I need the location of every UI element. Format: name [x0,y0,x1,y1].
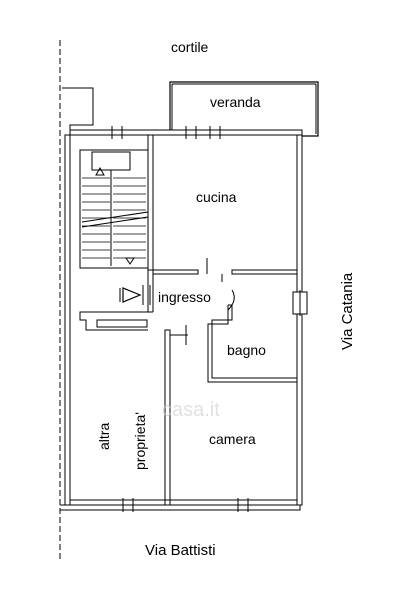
label-veranda: veranda [210,94,261,110]
label-camera: camera [209,431,256,447]
label-via-catania: Via Catania [339,272,356,350]
label-altra: altra [96,422,112,450]
stair-break-line [81,211,149,223]
right-wall [296,134,303,506]
watermark: casa.it [162,399,220,421]
bottom-wall [69,499,298,506]
ingresso-left-wall [79,270,149,331]
label-ingresso: ingresso [158,289,211,305]
veranda-wall [169,81,319,137]
lot-boundary-bottom [60,505,301,511]
label-proprieta: proprieta' [132,412,148,470]
label-bagno: bagno [227,342,266,358]
cucina-left-wall [147,134,154,271]
left-wall [64,134,71,506]
label-cortile: cortile [171,39,209,55]
stair-up-arrow [95,166,105,176]
cucina-bottom-wall-left [152,269,199,275]
label-cucina: cucina [196,189,237,205]
entrance-marker [122,287,142,303]
stair-down-arrow [125,257,135,265]
cucina-bottom-wall-right [231,269,298,275]
label-via-battisti: Via Battisti [145,542,216,559]
bagno-wall [211,305,297,379]
entry-structure [62,87,94,132]
